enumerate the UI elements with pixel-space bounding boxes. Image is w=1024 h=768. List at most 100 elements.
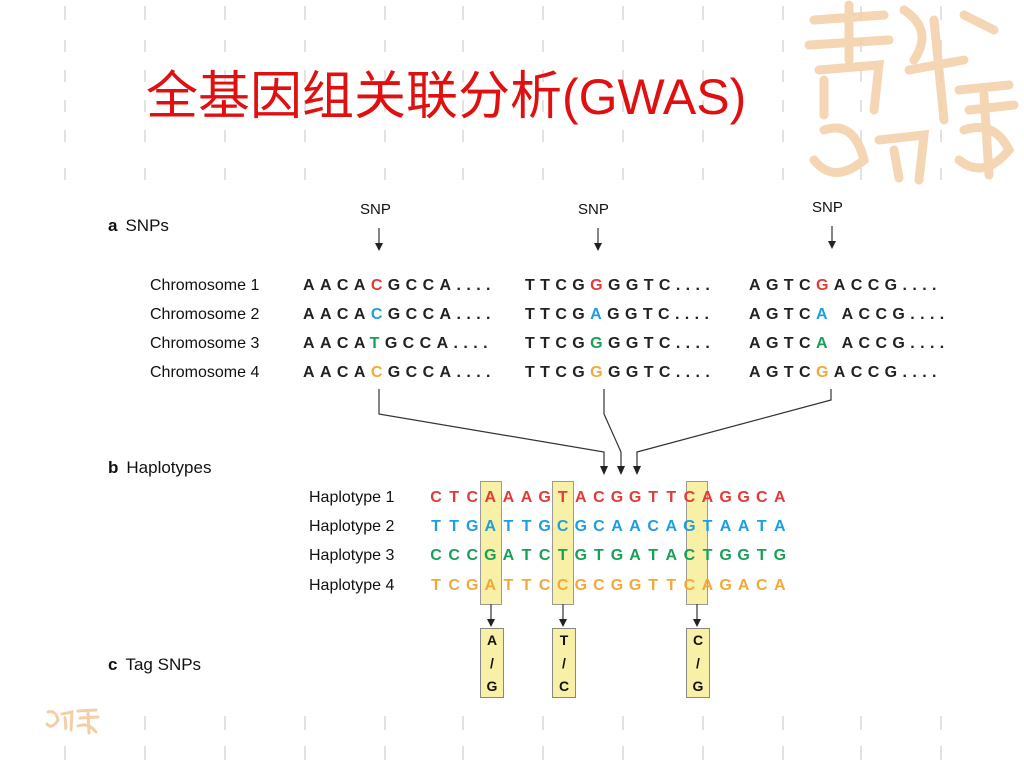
haplotype-base: T: [666, 489, 677, 506]
snp-label-3: SNP: [812, 199, 843, 216]
chromosome-sequence: AGTCA ACCG....: [749, 335, 950, 353]
haplotype-base: A: [484, 577, 497, 594]
chromosome-sequence: AGTCA ACCG....: [749, 306, 950, 324]
haplotype-base: T: [702, 518, 713, 535]
haplotype-base: C: [448, 547, 460, 564]
haplotype-base: T: [521, 547, 532, 564]
haplotype-base: A: [502, 489, 515, 506]
tag-snp-box-1: A/G: [480, 628, 504, 698]
chromosome-name: Chromosome 2: [150, 306, 260, 323]
haplotype-base: C: [466, 547, 479, 564]
chromosome-sequence: AACACGCCA....: [303, 306, 496, 324]
haplotype-base: T: [557, 489, 568, 506]
haplotype-base: C: [538, 547, 551, 564]
haplotype-base: A: [502, 547, 515, 564]
sequence-part: GGTC....: [608, 364, 716, 381]
chromosome-name: Chromosome 3: [150, 335, 260, 352]
haplotype-base: A: [719, 518, 732, 535]
sequence-part: AGTC: [749, 277, 816, 294]
chromosome-sequence: TTCGGGGTC....: [525, 335, 715, 353]
snp-base: C: [370, 306, 388, 323]
sequence-part: GGTC....: [607, 306, 715, 323]
chromosome-sequence: AACATGCCA....: [303, 335, 493, 353]
haplotype-base: T: [756, 547, 767, 564]
haplotype-base: A: [774, 577, 786, 594]
haplotype-base: G: [484, 547, 497, 564]
sequence-part: AGTC: [749, 364, 816, 381]
haplotype-base: T: [431, 518, 441, 535]
haplotype-base: G: [737, 547, 750, 564]
haplotype-name: Haplotype 2: [309, 518, 395, 535]
chromosome-sequence: AGTCGACCG....: [749, 277, 942, 295]
haplotype-base: A: [701, 489, 714, 506]
haplotype-base: A: [520, 489, 533, 506]
haplotype-base: G: [719, 577, 732, 594]
snp-base: A: [815, 335, 833, 352]
haplotype-base: T: [666, 577, 677, 594]
haplotype-base: C: [647, 518, 659, 535]
haplotype-base: G: [628, 489, 642, 506]
chromosome-sequence: AACACGCCA....: [303, 277, 496, 295]
haplotype-base: G: [719, 489, 732, 506]
haplotype-base: A: [701, 577, 714, 594]
haplotype-base: T: [503, 577, 514, 594]
haplotype-base: C: [430, 489, 442, 506]
sequence-part: GCCA....: [387, 277, 496, 294]
haplotype-base: G: [683, 518, 696, 535]
haplotype-base: A: [774, 518, 786, 535]
haplotype-base: A: [611, 518, 623, 535]
haplotype-base: C: [683, 547, 696, 564]
sequence-part: AGTC: [749, 335, 816, 352]
haplotype-base: G: [610, 489, 624, 506]
haplotype-base: C: [556, 577, 569, 594]
chromosome-sequence: TTCGGGGTC....: [525, 364, 715, 382]
haplotype-base: G: [719, 547, 732, 564]
haplotype-base: A: [665, 547, 678, 564]
snp-base: G: [815, 277, 834, 294]
haplotype-base: T: [648, 489, 659, 506]
sequence-part: TTCG: [525, 306, 591, 323]
sequence-part: TTCG: [525, 335, 591, 352]
sequence-part: AACA: [303, 335, 370, 352]
snp-base: A: [815, 306, 833, 323]
sequence-part: GCCA....: [387, 364, 496, 381]
haplotype-base: C: [556, 518, 569, 535]
haplotype-base: C: [683, 577, 696, 594]
sequence-part: GGTC....: [608, 277, 716, 294]
haplotype-base: T: [557, 547, 568, 564]
haplotype-base: A: [774, 489, 786, 506]
calligraphy-logo: [804, 0, 1019, 185]
tag-snp-box-2: T/C: [552, 628, 576, 698]
connector-line-2: [603, 389, 622, 466]
chromosome-sequence: TTCGAGGTC....: [525, 306, 714, 324]
page-title: 全基因组关联分析(GWAS): [146, 67, 747, 127]
haplotype-base: G: [574, 547, 588, 564]
snp-base: G: [590, 277, 609, 294]
haplotype-base: C: [593, 518, 605, 535]
haplotype-base: T: [756, 518, 767, 535]
haplotype-base: C: [538, 577, 551, 594]
sequence-part: GGTC....: [608, 335, 716, 352]
haplotype-base: C: [755, 489, 768, 506]
haplotype-base: G: [574, 518, 588, 535]
haplotype-base: C: [755, 577, 768, 594]
sequence-part: TTCG: [525, 277, 591, 294]
haplotype-base: C: [593, 489, 605, 506]
haplotype-base: T: [449, 518, 460, 535]
haplotype-base: C: [448, 577, 460, 594]
sequence-part: GCCA....: [387, 306, 496, 323]
sequence-part: AACA: [303, 306, 371, 323]
haplotype-base: G: [737, 489, 750, 506]
haplotype-base: A: [629, 518, 641, 535]
haplotype-base: A: [575, 489, 587, 506]
chromosome-sequence: TTCGGGGTC....: [525, 277, 715, 295]
chromosome-name: Chromosome 4: [150, 364, 260, 381]
haplotype-base: G: [773, 547, 787, 564]
